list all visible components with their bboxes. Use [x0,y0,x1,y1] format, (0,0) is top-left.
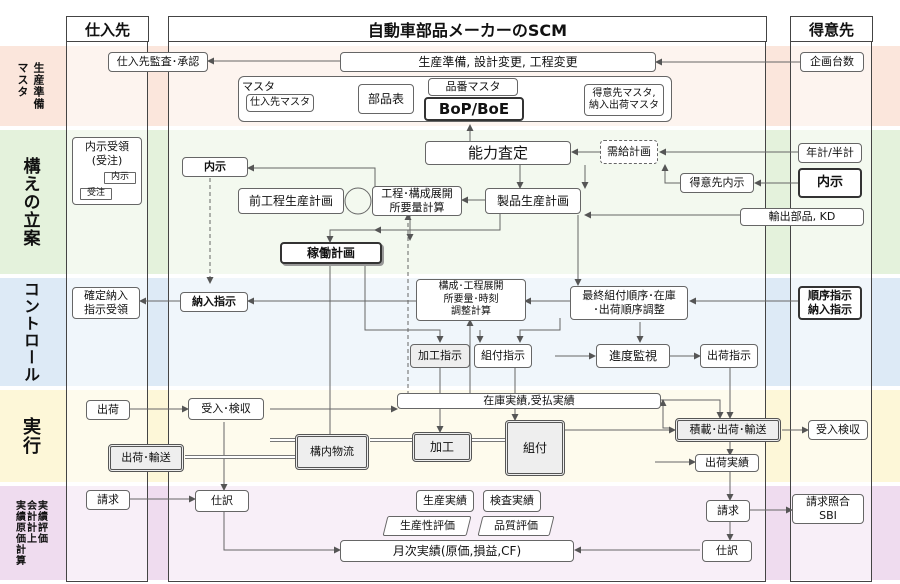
machining-box: 加工 [412,432,472,462]
demand-plan-box: 需給計画 [600,140,658,164]
page-title: 自動車部品メーカーのSCM [168,16,767,42]
supplier-audit-box: 仕入先監査･承認 [108,52,208,72]
band-label-eval: 実績評価 会計計上 実績原価計算 [13,500,47,566]
customer-informal-box: 得意先内示 [680,173,754,193]
productivity-eval-label: 生産性評価 [399,519,455,533]
shipping-instruction-box: 出荷指示 [700,344,758,368]
customer-naiji-box: 内示 [798,168,862,198]
ship-transport-box: 出荷･輸送 [108,444,184,472]
plan-units-box: 企画台数 [800,52,864,72]
assembly-instruction-box: 組付指示 [474,344,532,368]
final-assembly-box: 最終組付順序･在庫 ･出荷順序調整 [570,286,688,320]
production-results-box: 生産実績 [416,490,474,512]
receiving-inspection-box: 受入･検収 [188,398,264,420]
part-master-box: 品番マスタ [428,78,518,96]
master-label: マスタ [242,80,275,93]
order-tag: 受注 [80,188,112,200]
informal-tag: 内示 [104,172,136,184]
internal-logistics-box: 構内物流 [295,434,369,470]
band-label-prep: 生産準備 マスタ [16,62,45,110]
supplier-invoice-box: 請求 [86,490,130,510]
inspection-results-box: 検査実績 [483,490,541,512]
customer-master-box: 得意先マスタ, 納入出荷マスタ [584,84,664,116]
bom-box: 部品表 [358,84,414,114]
delivery-instruction-box: 納入指示 [180,292,248,312]
export-parts-box: 輸出部品, KD [740,208,864,226]
product-plan-box: 製品生産計画 [485,188,581,214]
sequence-instruction-box: 順序指示 納入指示 [798,286,862,320]
progress-monitor-box: 進度監視 [596,344,670,368]
informal-plan-box: 内示 [182,157,248,177]
confirmed-receipt-box: 確定納入 指示受領 [72,287,140,319]
band-label-control: コントロール [21,281,40,383]
machining-instruction-box: 加工指示 [410,344,470,368]
journal-left-box: 仕訳 [195,490,249,512]
operation-plan-box: 稼働計画 [280,242,382,264]
bop-boe-box: BoP/BoE [424,97,524,121]
informal-receipt-label: 内示受領 (受注) [85,140,129,167]
process-calc-box: 構成･工程展開 所要量･時刻 調整計算 [416,279,526,321]
process-expansion-box: 工程･構成展開 所要量計算 [372,186,462,216]
journal-right-box: 仕訳 [702,540,752,562]
customer-column-header: 得意先 [790,16,873,42]
capacity-check-box: 能力査定 [425,141,571,165]
annual-plan-box: 年計/半計 [798,143,862,163]
supplier-column-header: 仕入先 [66,16,149,42]
quality-eval-label: 品質評価 [494,519,538,533]
shipping-results-box: 出荷実績 [695,454,759,472]
quality-eval-box: 品質評価 [477,516,555,536]
pre-process-plan-box: 前工程生産計画 [238,188,344,214]
supplier-master-box: 仕入先マスタ [246,94,314,112]
invoice-right-box: 請求 [706,500,750,522]
productivity-eval-box: 生産性評価 [382,516,472,536]
customer-inspection-box: 受入検収 [808,420,868,440]
inventory-results-box: 在庫実績,受払実績 [397,393,661,409]
load-ship-transport-box: 積載･出荷･輸送 [675,418,781,442]
supplier-ship-box: 出荷 [86,400,130,420]
band-label-plan: 構えの立案 [19,157,40,247]
band-label-exec: 実行 [20,417,41,455]
assembly-box: 組付 [505,420,565,476]
prep-changes-box: 生産準備, 設計変更, 工程変更 [340,52,656,72]
monthly-results-box: 月次実績(原価,損益,CF) [340,540,574,562]
invoice-match-box: 請求照合 SBI [792,494,864,524]
